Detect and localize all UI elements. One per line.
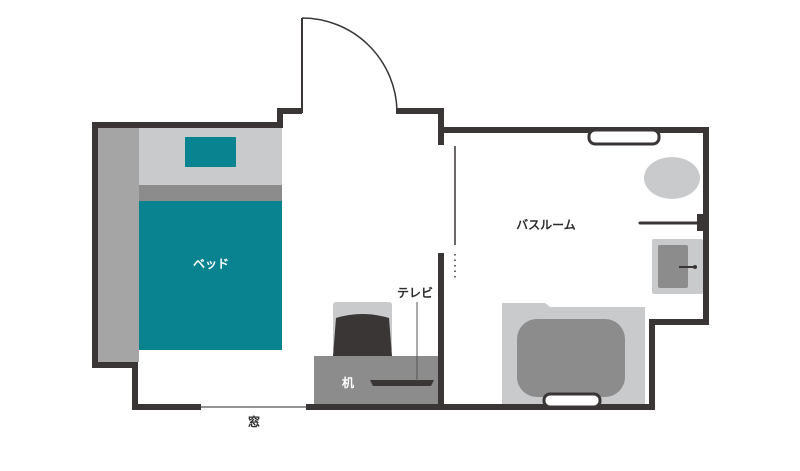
- bed-label: ベッド: [193, 257, 229, 271]
- wall-entrance-right: [396, 108, 444, 145]
- door-swing-arc: [301, 17, 398, 112]
- bathroom-window-top: [587, 128, 661, 146]
- wall-left-bedroom: [92, 122, 282, 410]
- faucet-tip: [693, 265, 697, 269]
- chair-seat: [333, 314, 392, 356]
- toilet: [644, 157, 700, 199]
- tv-label: テレビ: [397, 285, 433, 300]
- bathtub: [517, 319, 625, 397]
- window-label: 窓: [248, 414, 260, 429]
- wall-entrance-left: [277, 108, 302, 128]
- partition-post: [697, 214, 705, 231]
- bed-side-shelf: [98, 128, 139, 362]
- bathroom-label: バスルーム: [516, 218, 576, 232]
- sink-basin: [658, 245, 688, 288]
- tv: [370, 380, 434, 386]
- bed-frame-strip: [139, 185, 282, 201]
- bed: [139, 201, 282, 350]
- bathroom-window-bottom: [542, 392, 602, 409]
- pillow: [185, 137, 236, 167]
- desk-label: 机: [342, 375, 354, 390]
